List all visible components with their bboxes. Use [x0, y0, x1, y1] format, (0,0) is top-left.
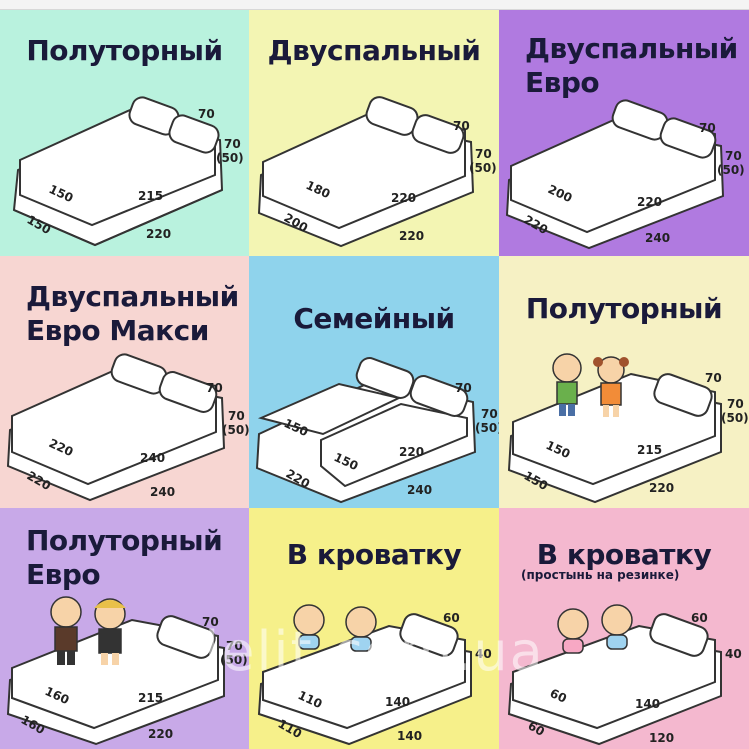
cell-subtitle: (простынь на резинке)	[521, 568, 680, 582]
svg-text:70: 70	[725, 149, 742, 163]
svg-text:40: 40	[475, 647, 492, 661]
svg-text:60: 60	[691, 611, 708, 625]
bed-illustration: 70 70 (50) 200 220 220 240	[505, 99, 745, 250]
cell-dvuspalny: Двуспальный 70 70 (50) 180 220 200 220	[249, 10, 499, 256]
child-boy-icon	[50, 596, 82, 665]
svg-text:70: 70	[206, 381, 223, 395]
svg-text:70: 70	[202, 615, 219, 629]
svg-text:70: 70	[453, 119, 470, 133]
svg-text:(50): (50)	[469, 161, 497, 175]
bed-illustration: 70 70 (50) 150 215 150 220	[507, 353, 749, 504]
bed-illustration: 70 70 (50) 220 240 220 240	[6, 353, 249, 502]
baby-icon	[345, 606, 377, 652]
svg-text:70: 70	[705, 371, 722, 385]
svg-text:(50): (50)	[721, 411, 749, 425]
svg-text:240: 240	[140, 451, 165, 465]
svg-text:60: 60	[443, 611, 460, 625]
svg-text:220: 220	[649, 481, 674, 495]
svg-text:140: 140	[635, 697, 660, 711]
svg-text:70: 70	[481, 407, 498, 421]
cell-title: Двуспальный	[267, 34, 481, 67]
cell-title: В кроватку	[536, 538, 712, 571]
svg-text:60: 60	[548, 686, 569, 706]
top-border	[0, 0, 749, 10]
svg-text:240: 240	[150, 485, 175, 499]
svg-text:70: 70	[224, 137, 241, 151]
svg-text:120: 120	[649, 731, 674, 745]
child-boy-icon	[552, 353, 582, 416]
cell-title: Полуторный	[525, 292, 723, 325]
cell-v-krovatku-rezinka: В кроватку (простынь на резинке) 60 40 6…	[499, 508, 749, 749]
svg-text:220: 220	[637, 195, 662, 209]
svg-text:(50): (50)	[475, 421, 499, 435]
svg-text:220: 220	[146, 227, 171, 241]
child-girl-icon	[94, 598, 126, 665]
svg-text:(50): (50)	[717, 163, 745, 177]
bed-illustration: 70 70 (50) 150 150 220 220 240	[255, 357, 499, 504]
svg-text:215: 215	[637, 443, 662, 457]
svg-text:140: 140	[385, 695, 410, 709]
svg-text:215: 215	[138, 189, 163, 203]
svg-text:70: 70	[475, 147, 492, 161]
svg-text:220: 220	[399, 229, 424, 243]
svg-text:215: 215	[138, 691, 163, 705]
svg-text:(50): (50)	[220, 653, 248, 667]
bed-illustration: 60 40 60 140 60 120	[507, 604, 742, 746]
child-girl-icon	[593, 356, 629, 417]
cell-semeyny: Семейный 70 70 (50) 150 150 220 220 240	[249, 256, 499, 508]
cell-v-krovatku: В кроватку 60 40 110 140 110 140	[249, 508, 499, 749]
svg-text:70: 70	[699, 121, 716, 135]
svg-text:140: 140	[397, 729, 422, 743]
baby-icon	[557, 608, 589, 654]
bed-illustration: 70 70 (50) 160 215 160 220	[6, 596, 248, 746]
svg-text:70: 70	[455, 381, 472, 395]
cell-title: Семейный	[293, 302, 455, 335]
svg-text:40: 40	[725, 647, 742, 661]
cell-title: Полуторный	[26, 34, 223, 67]
baby-icon	[293, 604, 325, 650]
bedding-size-grid: Полуторный 70 70 (50) 150 215 150 220 Дв…	[0, 10, 749, 749]
svg-text:70: 70	[228, 409, 245, 423]
bed-illustration: 60 40 110 140 110 140	[257, 604, 492, 746]
svg-text:70: 70	[198, 107, 215, 121]
svg-text:220: 220	[391, 191, 416, 205]
svg-text:240: 240	[645, 231, 670, 245]
bed-illustration: 70 70 (50) 150 215 150 220	[12, 96, 244, 247]
cell-polutorny-kids: Полуторный 70 70 (50) 150 215 150 220	[499, 256, 749, 508]
cell-title: В кроватку	[286, 538, 462, 571]
bed-illustration: 70 70 (50) 180 220 200 220	[257, 96, 497, 248]
svg-text:70: 70	[226, 639, 243, 653]
svg-text:70: 70	[727, 397, 744, 411]
svg-text:220: 220	[148, 727, 173, 741]
baby-icon	[601, 604, 633, 650]
svg-text:(50): (50)	[216, 151, 244, 165]
svg-text:(50): (50)	[222, 423, 249, 437]
svg-text:220: 220	[399, 445, 424, 459]
cell-polutorny: Полуторный 70 70 (50) 150 215 150 220	[0, 10, 249, 256]
svg-text:240: 240	[407, 483, 432, 497]
